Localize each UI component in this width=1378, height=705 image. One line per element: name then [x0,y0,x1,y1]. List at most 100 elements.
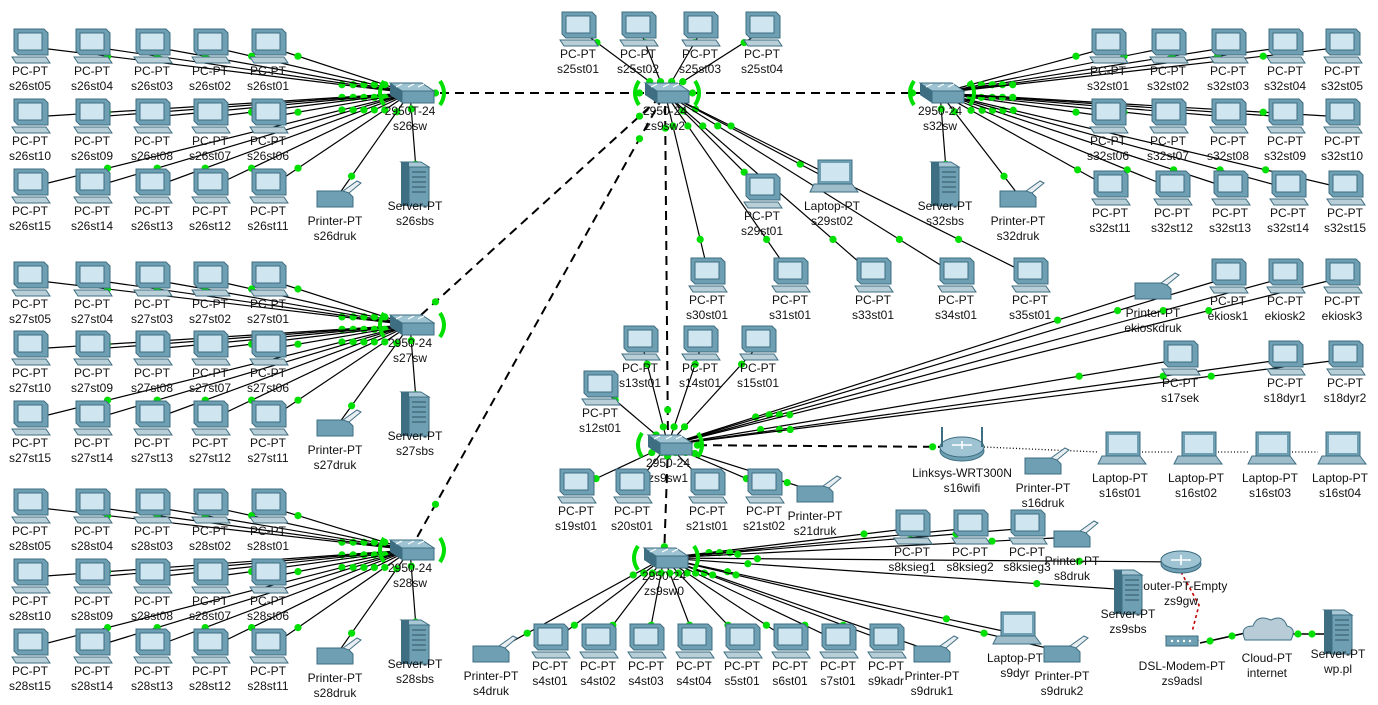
pc-icon-s26st04[interactable] [73,28,113,64]
pc-icon-s29st01[interactable] [743,173,783,209]
pc-icon-s5st01[interactable] [723,623,763,659]
pc-icon-ekiosk2[interactable] [1266,258,1306,294]
pc-icon-s13st01[interactable] [621,325,661,361]
pc-icon-s26st14[interactable] [73,168,113,204]
pc-icon-s26st06[interactable] [249,98,289,134]
pc-icon-s32st14[interactable] [1269,170,1309,206]
pc-icon-s25st03[interactable] [681,11,721,47]
printer-icon-ekioskdruk[interactable] [1134,272,1180,300]
pc-icon-s28st02[interactable] [191,488,231,524]
laptop-icon-s9dyr[interactable] [992,611,1042,645]
pc-icon-s32st01[interactable] [1089,28,1129,64]
pc-icon-s8ksieg1[interactable] [893,509,933,545]
pc-icon-s26st11[interactable] [249,168,289,204]
cable-ekiosk2[interactable] [667,276,1288,446]
pc-icon-s32st04[interactable] [1266,28,1306,64]
pc-icon-s27st06[interactable] [249,330,289,366]
pc-icon-s28st05[interactable] [11,488,51,524]
router-icon-zs9gw[interactable] [1160,550,1202,574]
pc-icon-s27st05[interactable] [11,261,51,297]
pc-icon-s25st01[interactable] [559,11,599,47]
pc-icon-s27st15[interactable] [11,400,51,436]
pc-icon-s28st10[interactable] [11,558,51,594]
pc-icon-ekiosk1[interactable] [1209,258,1249,294]
pc-icon-s28st04[interactable] [73,488,113,524]
pc-icon-s18dyr1[interactable] [1266,340,1306,376]
pc-icon-s32st05[interactable] [1323,28,1363,64]
printer-icon-s9druk2[interactable] [1043,635,1089,663]
printer-icon-s4druk[interactable] [472,635,518,663]
printer-icon-s8druk[interactable] [1053,520,1099,548]
switch-icon-zs9sw2[interactable] [633,79,701,107]
pc-icon-s12st01[interactable] [581,370,621,406]
laptop-icon-s16st04[interactable] [1317,431,1367,465]
pc-icon-ekiosk3[interactable] [1323,258,1363,294]
switch-icon-s32sw[interactable] [908,79,976,107]
pc-icon-s28st06[interactable] [249,558,289,594]
server-icon-s32sbs[interactable] [929,161,961,207]
pc-icon-s4st02[interactable] [579,623,619,659]
server-icon-wp.pl[interactable] [1322,609,1354,655]
cable-zs9gw[interactable] [663,557,1184,563]
cable-s9dyr[interactable] [663,557,1018,635]
pc-icon-s21st01[interactable] [688,468,728,504]
pc-icon-s26st09[interactable] [73,98,113,134]
pc-icon-s34st01[interactable] [937,257,977,293]
pc-icon-s26st08[interactable] [133,98,173,134]
trunk-s27sw-zs9sw2[interactable] [409,92,666,326]
pc-icon-s14st01[interactable] [681,325,721,361]
pc-icon-s27st10[interactable] [11,330,51,366]
pc-icon-s32st03[interactable] [1209,28,1249,64]
pc-icon-s32st10[interactable] [1323,98,1363,134]
pc-icon-s20st01[interactable] [613,468,653,504]
pc-icon-s28st07[interactable] [191,558,231,594]
printer-icon-s9druk1[interactable] [913,635,959,663]
cable-s17sek[interactable] [667,358,1183,446]
pc-icon-s35st01[interactable] [1011,257,1051,293]
pc-icon-s9kadr[interactable] [867,623,907,659]
pc-icon-s4st01[interactable] [531,623,571,659]
pc-icon-s27st07[interactable] [191,330,231,366]
cable-ekiosk3[interactable] [667,276,1345,446]
pc-icon-s17sek[interactable] [1161,340,1201,376]
pc-icon-s7st01[interactable] [819,623,859,659]
trunk-zs9sw1-s16wifi[interactable] [667,444,963,448]
pc-icon-s26st15[interactable] [11,168,51,204]
switch-icon-s26sw[interactable] [378,79,446,107]
pc-icon-s15st01[interactable] [739,325,779,361]
pc-icon-s28st15[interactable] [11,628,51,664]
trunk-zs9sw1-zs9sw2[interactable] [664,92,669,446]
pc-icon-s21st02[interactable] [745,468,785,504]
pc-icon-s26st10[interactable] [11,98,51,134]
pc-icon-s26st05[interactable] [11,28,51,64]
pc-icon-s31st01[interactable] [771,257,811,293]
server-icon-s26sbs[interactable] [399,161,431,207]
pc-icon-s26st03[interactable] [133,28,173,64]
pc-icon-s27st01[interactable] [249,261,289,297]
pc-icon-s6st01[interactable] [771,623,811,659]
server-icon-s27sbs[interactable] [399,391,431,437]
pc-icon-s25st04[interactable] [743,11,783,47]
pc-icon-s4st04[interactable] [675,623,715,659]
pc-icon-s32st06[interactable] [1089,98,1129,134]
laptop-icon-s16st02[interactable] [1173,431,1223,465]
serial-zs9gw-zs9adsl[interactable] [1180,571,1200,633]
laptop-icon-s16st01[interactable] [1097,431,1147,465]
pc-icon-s28st08[interactable] [133,558,173,594]
printer-icon-s16druk[interactable] [1024,447,1070,475]
pc-icon-s32st08[interactable] [1209,98,1249,134]
pc-icon-s27st09[interactable] [73,330,113,366]
pc-icon-s32st02[interactable] [1149,28,1189,64]
laptop-icon-s29st02[interactable] [809,159,859,193]
pc-icon-s26st12[interactable] [191,168,231,204]
pc-icon-s32st11[interactable] [1091,170,1131,206]
server-icon-zs9sbs[interactable] [1112,569,1144,615]
pc-icon-s28st01[interactable] [249,488,289,524]
wireless-icon-s16wifi[interactable] [939,427,985,462]
pc-icon-s28st12[interactable] [191,628,231,664]
printer-icon-s26druk[interactable] [316,180,362,208]
pc-icon-s18dyr2[interactable] [1326,340,1366,376]
printer-icon-s21druk[interactable] [796,475,842,503]
pc-icon-s28st14[interactable] [73,628,113,664]
switch-icon-s27sw[interactable] [378,311,446,339]
